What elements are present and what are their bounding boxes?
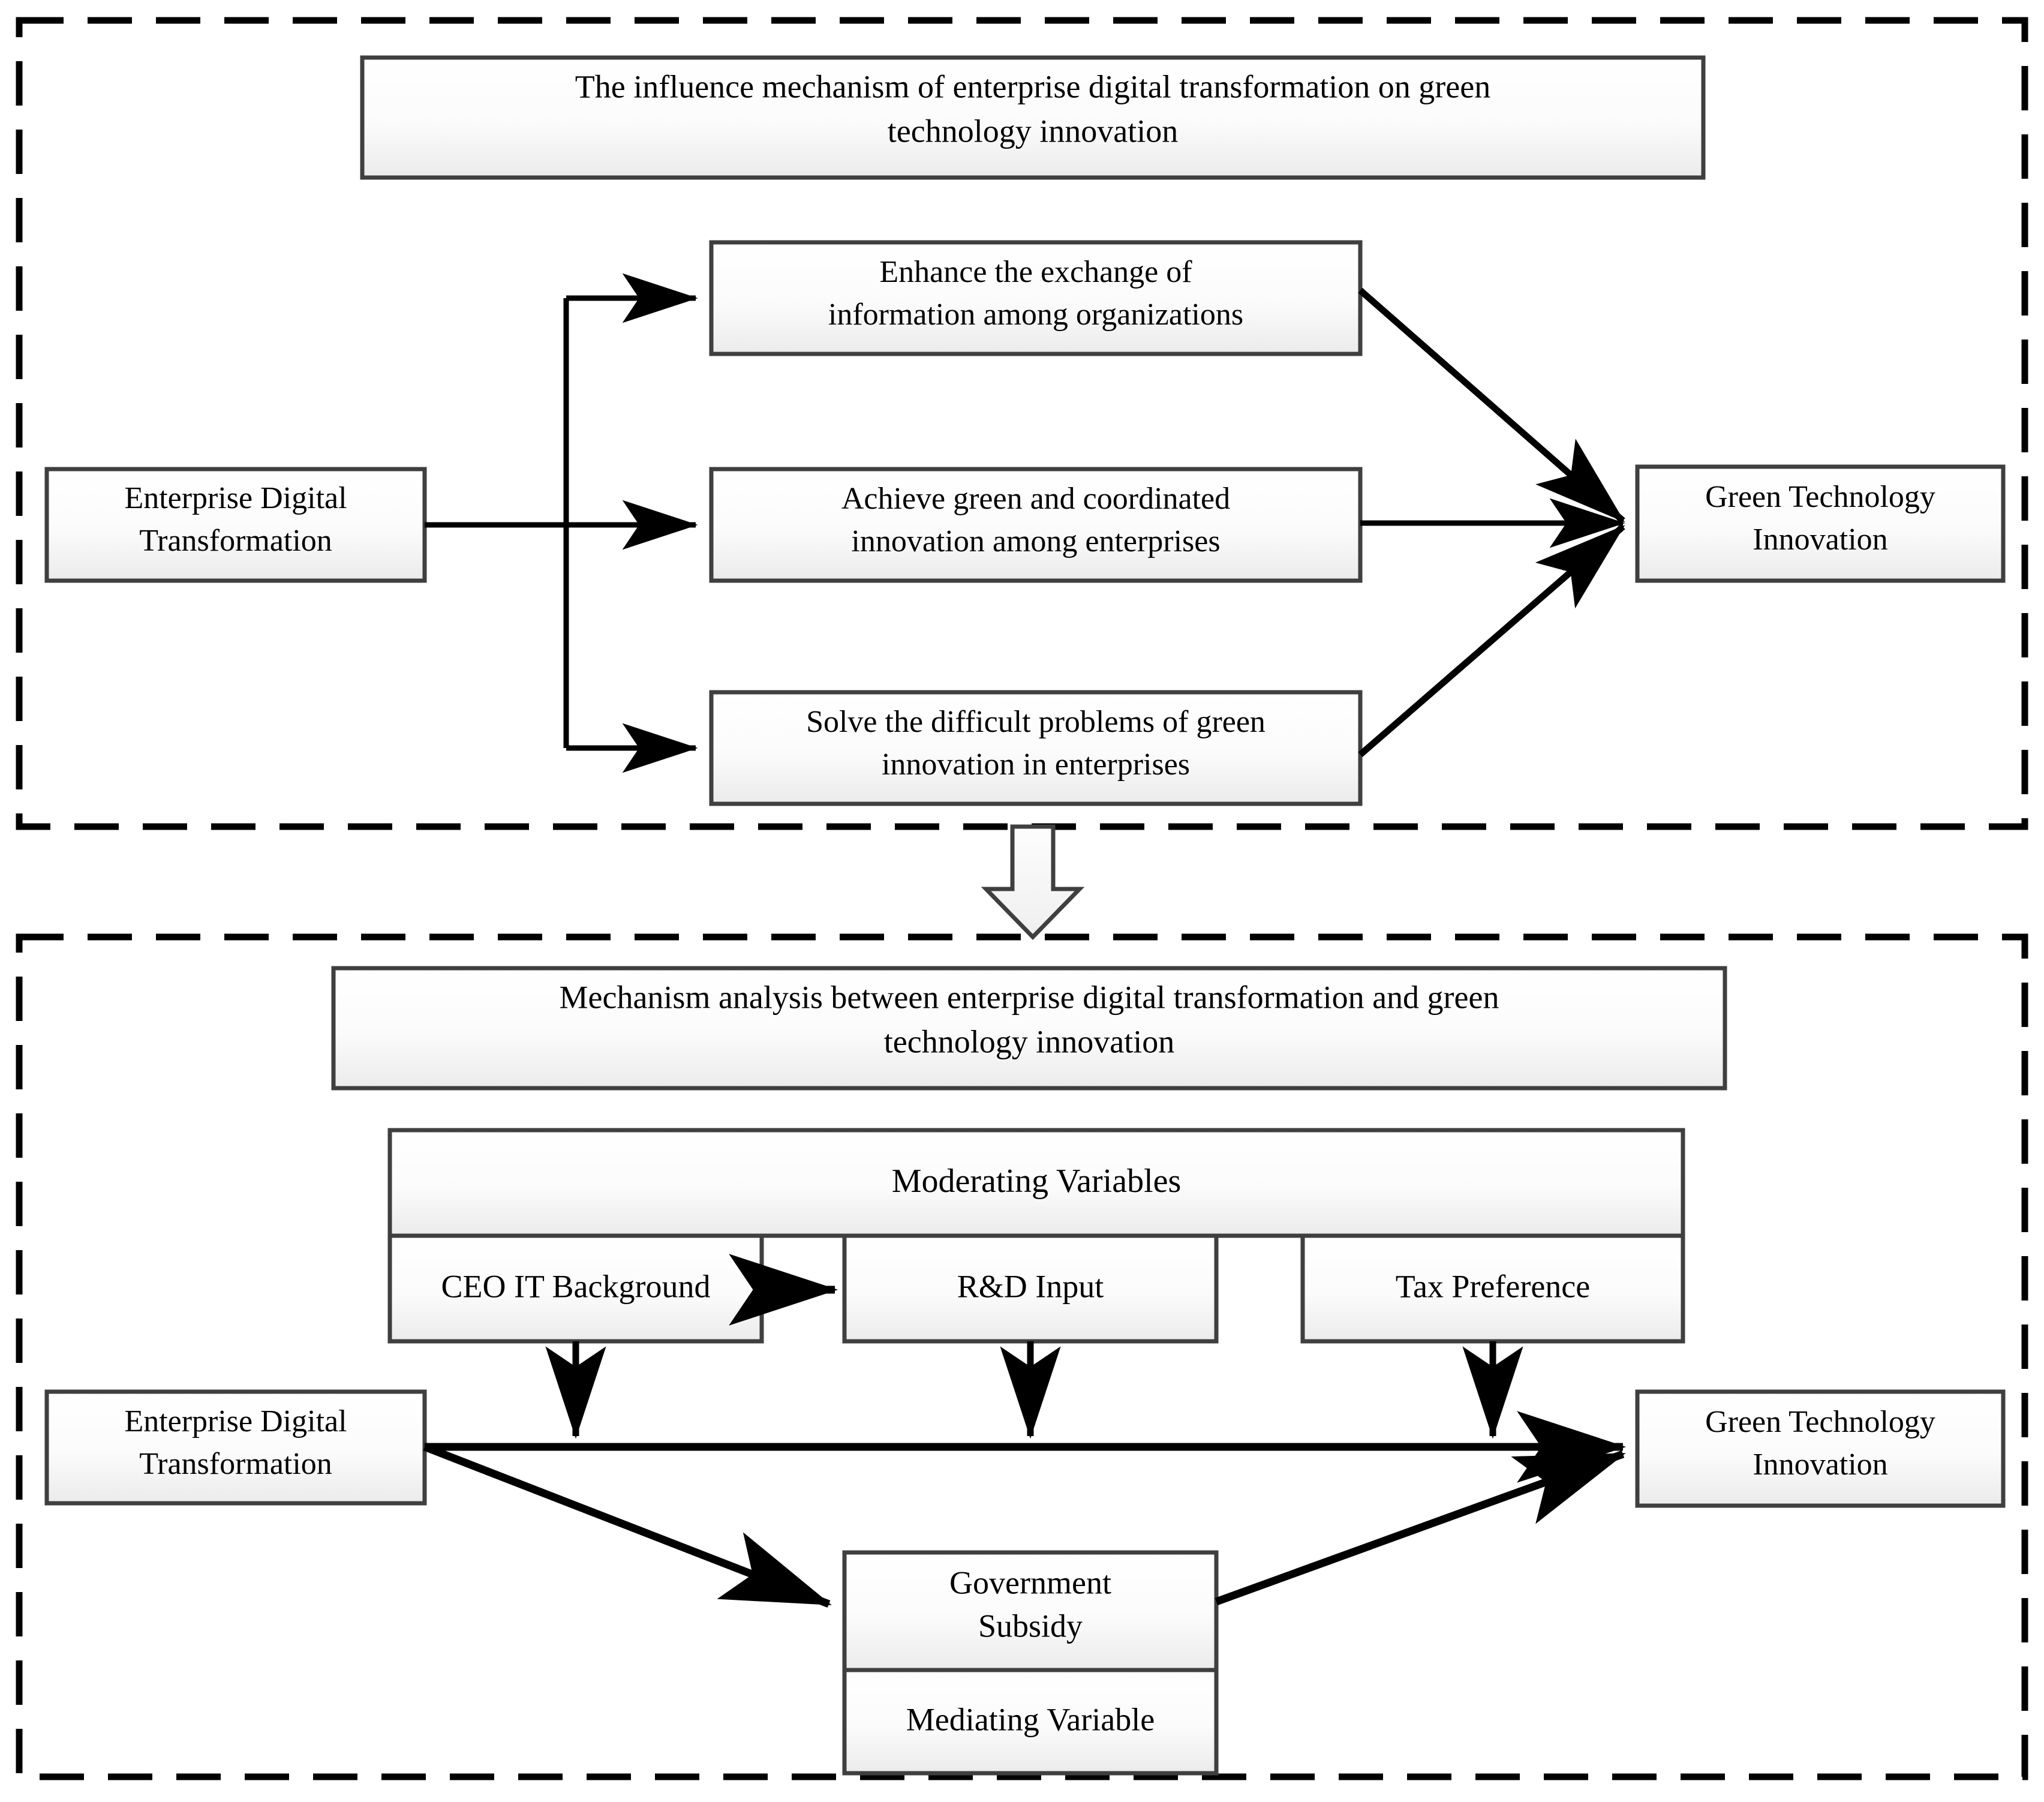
lower-target-box: Green Technology Innovation bbox=[1635, 1389, 2006, 1508]
moderating-variables-header-box: Moderating Variables bbox=[387, 1128, 1685, 1238]
mediating-variable-caption: Mediating Variable bbox=[906, 1701, 1155, 1737]
mediator-line2: Subsidy bbox=[978, 1608, 1083, 1644]
upper-mechanism-3-line1: Solve the difficult problems of green bbox=[806, 705, 1266, 739]
upper-mechanism-box-3: Solve the difficult problems of green in… bbox=[709, 690, 1363, 806]
upper-mechanism-2-line2: innovation among enterprises bbox=[851, 524, 1220, 558]
upper-header-line2: technology innovation bbox=[888, 113, 1178, 149]
moderator-box-rd-input: R&D Input bbox=[842, 1233, 1219, 1344]
upper-arrow-mechanism-3-to-target bbox=[1358, 524, 1625, 758]
lower-arrow-edt-to-mediator bbox=[423, 1443, 832, 1608]
upper-target-box: Green Technology Innovation bbox=[1635, 464, 2006, 583]
moderator-box-tax-preference: Tax Preference bbox=[1300, 1233, 1685, 1344]
mediating-variable-caption-box: Mediating Variable bbox=[842, 1668, 1219, 1776]
upper-header-line1: The influence mechanism of enterprise di… bbox=[575, 68, 1490, 104]
upper-source-line2: Transformation bbox=[139, 524, 332, 558]
mediator-box-government-subsidy: Government Subsidy bbox=[842, 1550, 1219, 1672]
moderator-box-ceo-it-background: CEO IT Background bbox=[387, 1233, 764, 1344]
lower-target-line1: Green Technology bbox=[1705, 1405, 1935, 1439]
lower-header-line1: Mechanism analysis between enterprise di… bbox=[560, 979, 1499, 1015]
lower-source-box: Enterprise Digital Transformation bbox=[44, 1389, 427, 1506]
upper-mechanism-box-2: Achieve green and coordinated innovation… bbox=[709, 467, 1363, 583]
upper-arrow-mechanism-1-to-target bbox=[1358, 287, 1625, 524]
upper-mechanism-1-line2: information among organizations bbox=[828, 298, 1243, 332]
upper-target-line2: Innovation bbox=[1753, 522, 1887, 557]
upper-mechanism-box-1: Enhance the exchange of information amon… bbox=[709, 240, 1363, 356]
moderating-variables-label: Moderating Variables bbox=[892, 1163, 1182, 1200]
lower-source-line1: Enterprise Digital bbox=[124, 1404, 347, 1438]
mediator-line1: Government bbox=[949, 1564, 1111, 1600]
moderator-label-1: CEO IT Background bbox=[441, 1268, 711, 1304]
lower-panel-border bbox=[16, 933, 2028, 1780]
upper-header-box: The influence mechanism of enterprise di… bbox=[360, 55, 1706, 180]
moderator-label-2: R&D Input bbox=[957, 1268, 1104, 1304]
upper-mechanism-2-line1: Achieve green and coordinated bbox=[841, 482, 1230, 516]
upper-target-line1: Green Technology bbox=[1705, 480, 1935, 514]
lower-target-line2: Innovation bbox=[1753, 1447, 1887, 1482]
lower-header-line2: technology innovation bbox=[884, 1023, 1174, 1059]
lower-arrow-mediator-to-gti bbox=[1215, 1450, 1626, 1606]
upper-panel-border bbox=[16, 17, 2028, 830]
lower-header-box: Mechanism analysis between enterprise di… bbox=[331, 966, 1727, 1091]
section-transition-arrow bbox=[981, 824, 1085, 941]
upper-source-line1: Enterprise Digital bbox=[124, 481, 347, 515]
upper-mechanism-1-line1: Enhance the exchange of bbox=[879, 255, 1192, 289]
upper-source-box: Enterprise Digital Transformation bbox=[44, 467, 427, 583]
moderator-label-3: Tax Preference bbox=[1396, 1268, 1591, 1304]
lower-source-line2: Transformation bbox=[139, 1447, 332, 1481]
upper-mechanism-3-line2: innovation in enterprises bbox=[882, 747, 1190, 782]
